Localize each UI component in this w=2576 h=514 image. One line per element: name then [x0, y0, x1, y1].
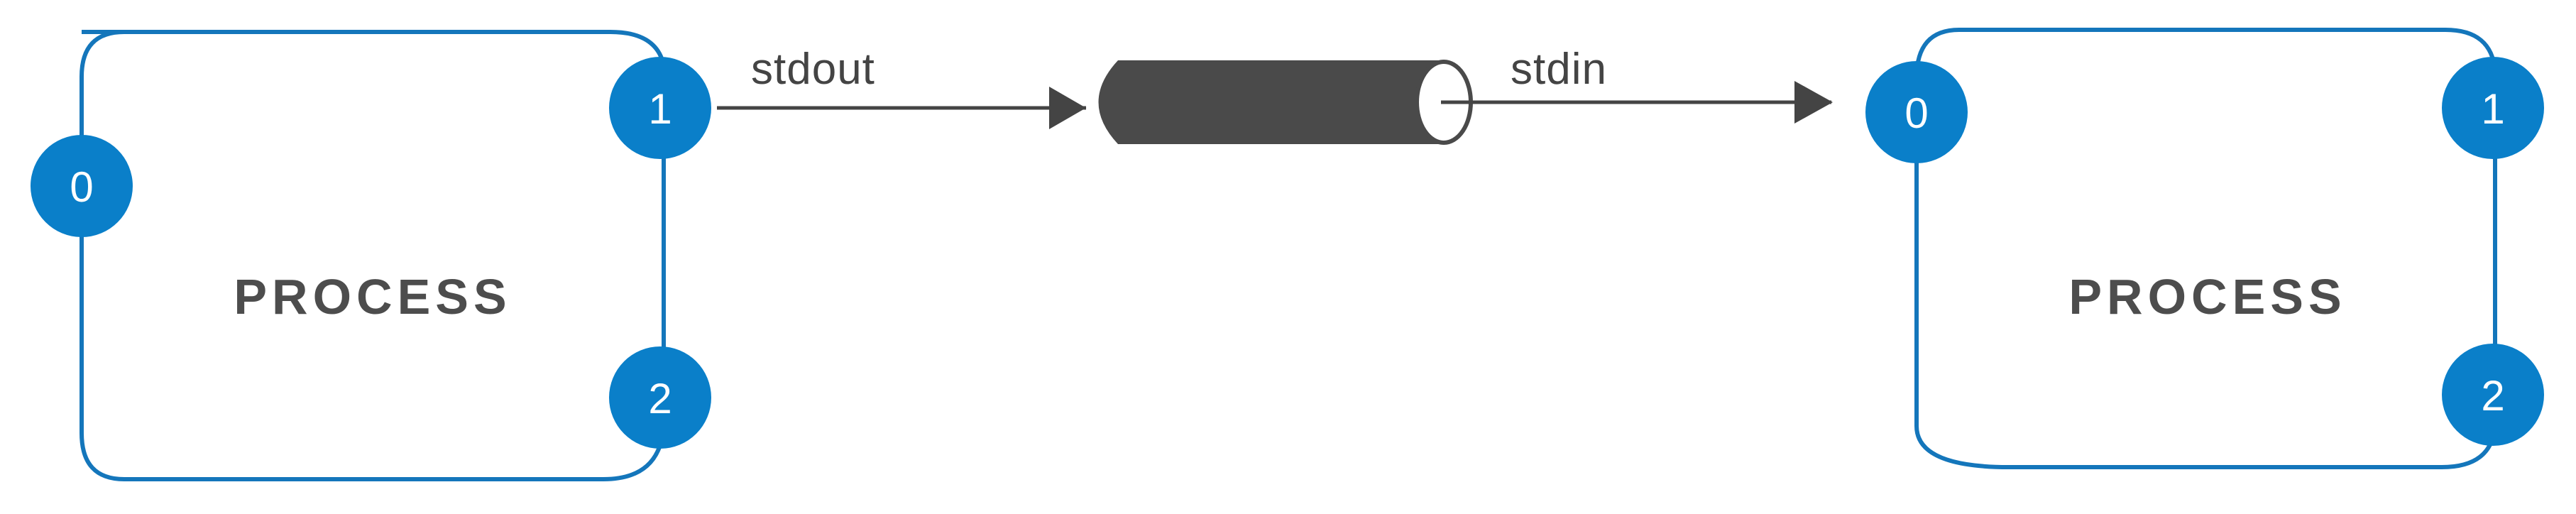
stdin-label: stdin: [1511, 45, 1607, 94]
left-fd-0-label: 0: [70, 163, 93, 211]
left-fd-0[interactable]: 0: [31, 135, 133, 237]
right-fd-1[interactable]: 1: [2442, 57, 2544, 159]
left-process-label: PROCESS: [234, 269, 511, 324]
right-fd-1-label: 1: [2481, 85, 2504, 133]
right-process: PROCESS 0 1 2: [1865, 28, 2544, 469]
stdout-label: stdout: [751, 45, 875, 94]
right-fd-2-label: 2: [2481, 372, 2504, 420]
left-fd-2-label: 2: [648, 375, 672, 422]
right-fd-1-circle: [2442, 57, 2544, 159]
pipe-body: [1098, 60, 1448, 144]
left-fd-0-circle: [31, 135, 133, 237]
left-fd-1[interactable]: 1: [609, 57, 711, 159]
right-fd-0-label: 0: [1904, 89, 1928, 137]
left-fd-1-label: 1: [648, 85, 672, 133]
left-fd-1-circle: [609, 57, 711, 159]
left-process: PROCESS 0 1 2: [31, 30, 711, 481]
stdin-arrowhead-icon: [1794, 81, 1833, 124]
right-fd-0[interactable]: 0: [1865, 61, 1968, 163]
pipe-icon: [1098, 60, 1473, 145]
right-fd-2[interactable]: 2: [2442, 344, 2544, 446]
right-process-box: [1914, 28, 2497, 469]
right-process-label: PROCESS: [2068, 269, 2346, 324]
left-fd-2[interactable]: 2: [609, 346, 711, 449]
right-fd-0-circle: [1865, 61, 1968, 163]
right-fd-2-circle: [2442, 344, 2544, 446]
left-process-box: [80, 30, 666, 481]
stdin-stream: stdin: [1441, 45, 1833, 124]
left-fd-2-circle: [609, 346, 711, 449]
stdout-stream: stdout: [717, 45, 1087, 129]
stdout-arrowhead-icon: [1049, 87, 1086, 129]
